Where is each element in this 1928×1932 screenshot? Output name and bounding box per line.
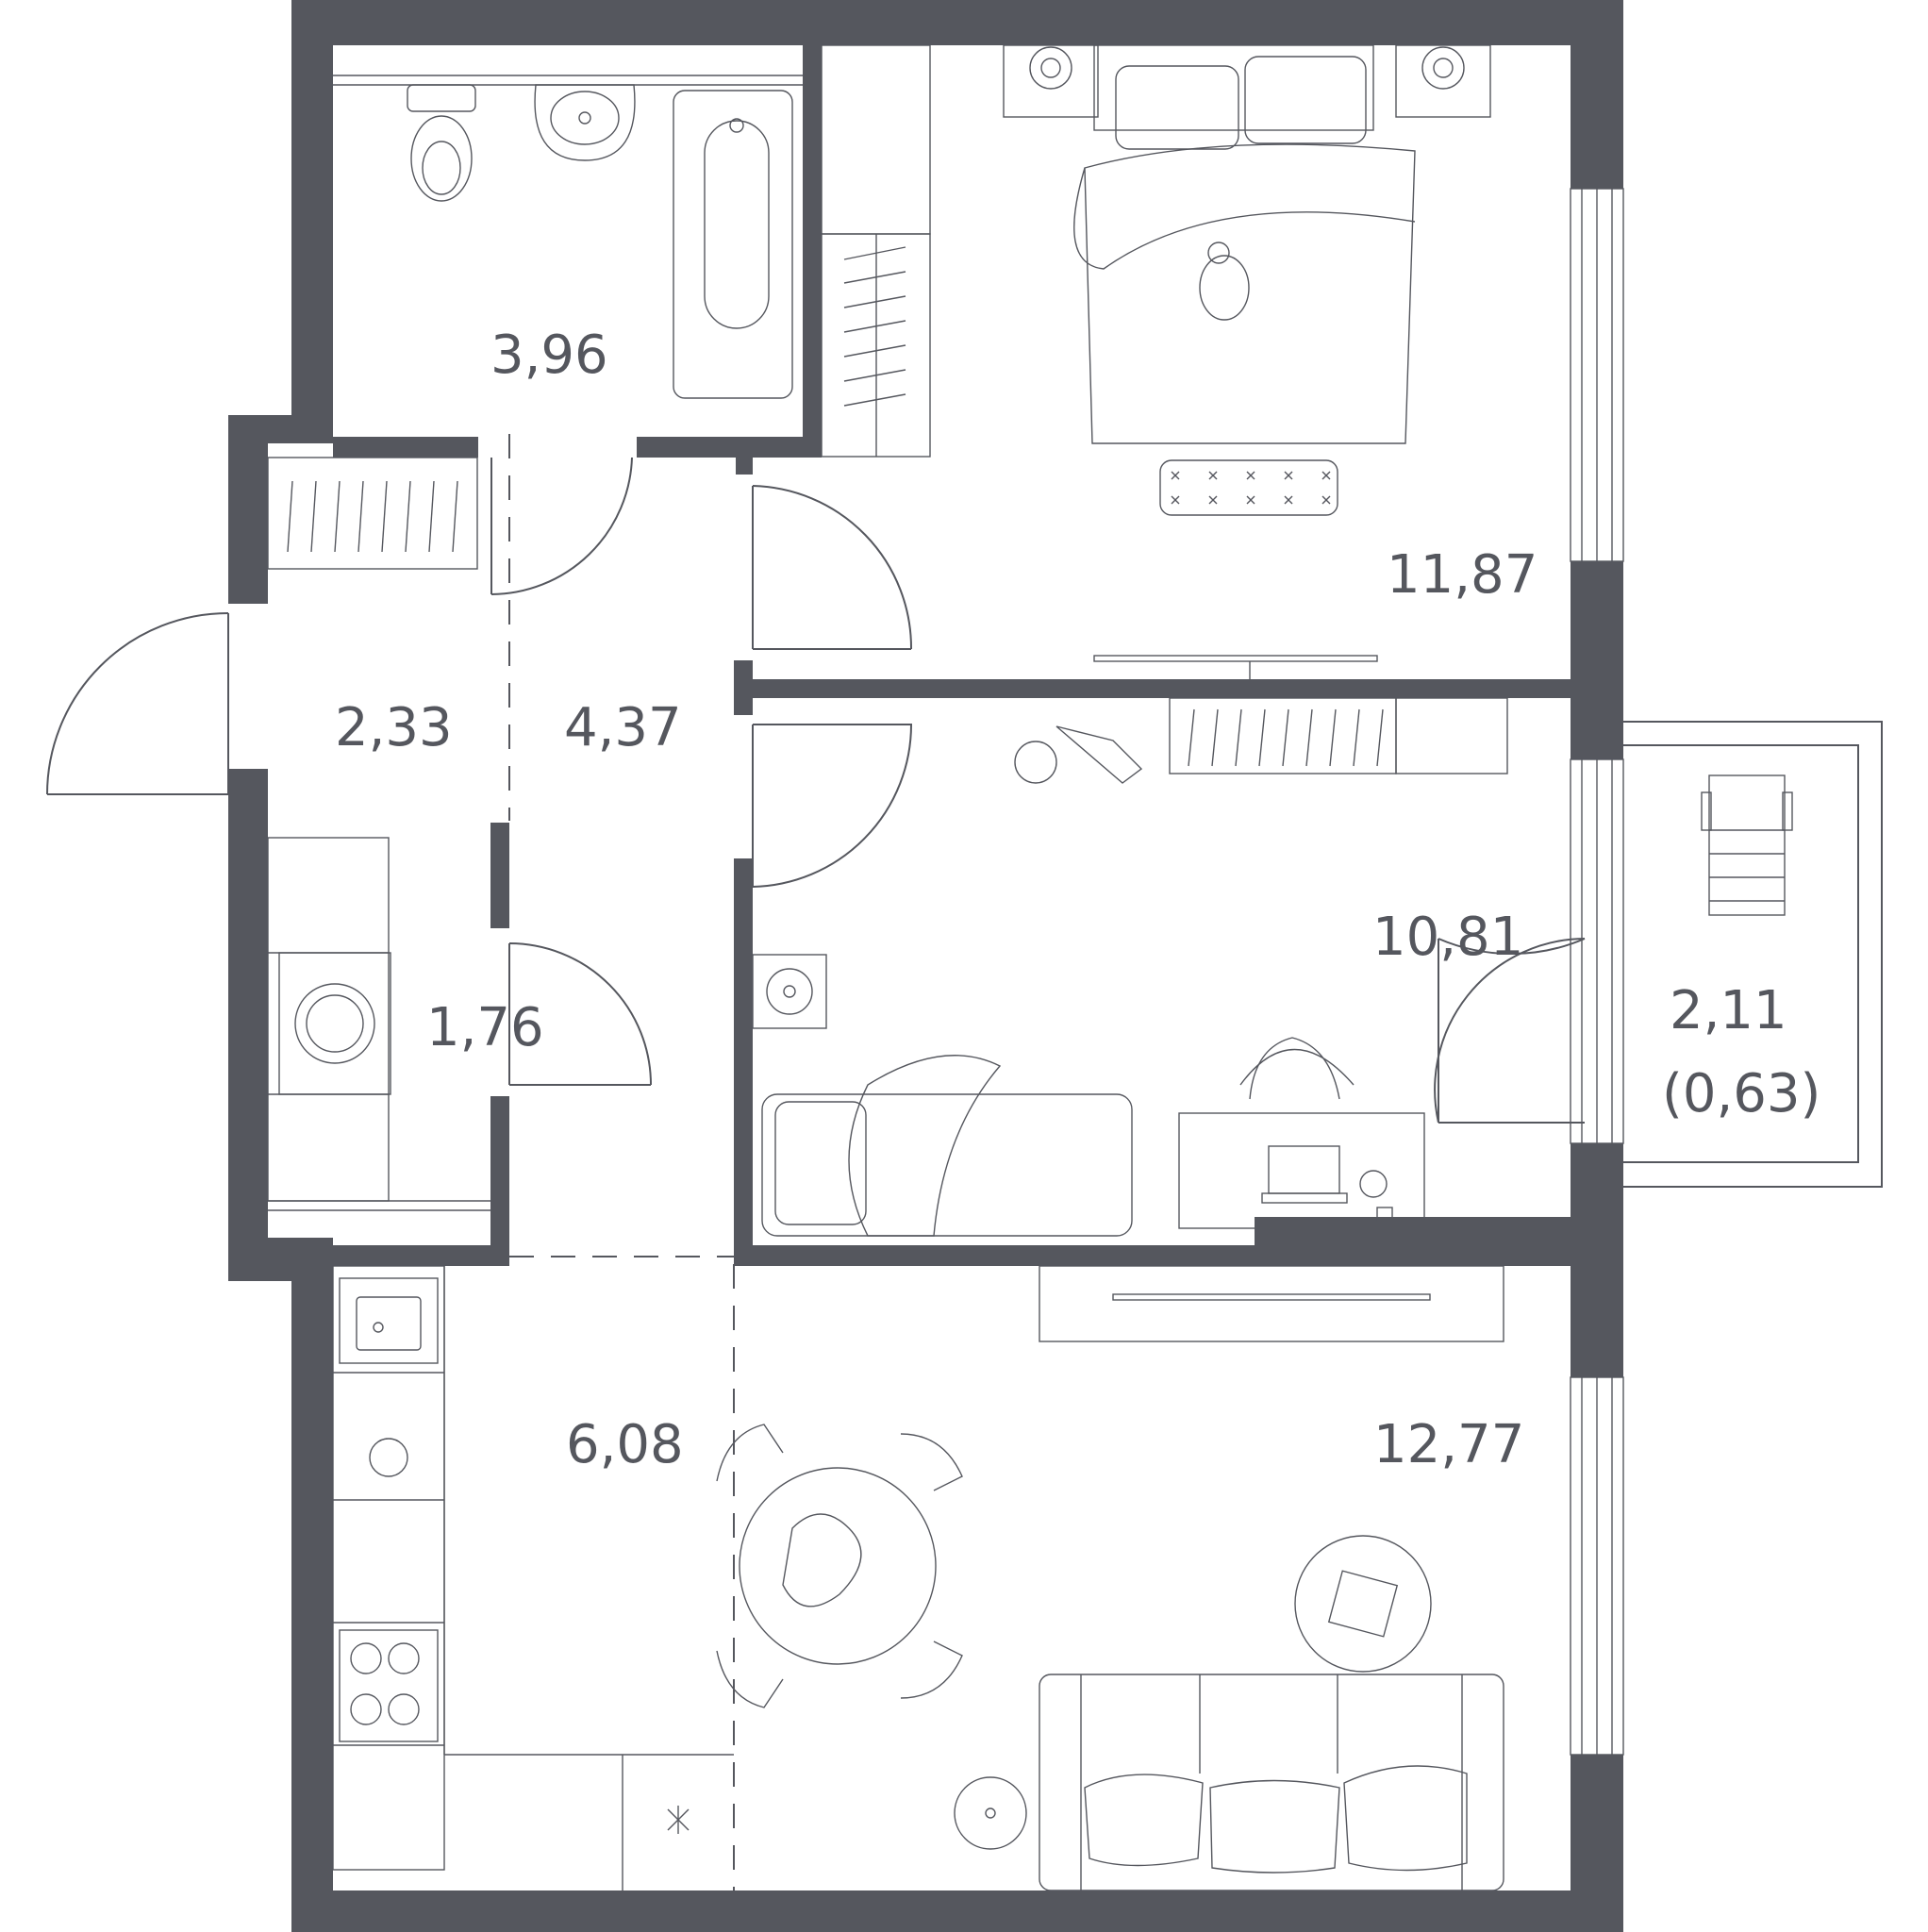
- area-kids-room: 10,81: [1372, 907, 1523, 968]
- living-room-furniture: [954, 1265, 1504, 1891]
- area-balcony: 2,11: [1670, 980, 1787, 1041]
- area-kitchen: 6,08: [566, 1414, 684, 1475]
- windows: [1570, 188, 1624, 1756]
- area-storage: 1,76: [426, 997, 544, 1058]
- balcony-outline: [1623, 721, 1883, 1188]
- hall-fixtures: [267, 457, 490, 1211]
- bedroom-furniture: [821, 44, 1491, 679]
- area-living-room: 12,77: [1373, 1414, 1524, 1475]
- zone-dividers: [508, 434, 736, 1890]
- kids-room-furniture: [752, 697, 1508, 1237]
- area-balcony-note: (0,63): [1662, 1063, 1820, 1124]
- area-entrance: 2,33: [335, 697, 453, 758]
- bathroom-fixtures: [333, 75, 803, 399]
- area-bathroom: 3,96: [490, 325, 608, 386]
- area-hall: 4,37: [564, 697, 682, 758]
- walls: [228, 0, 1623, 1932]
- area-labels: 3,96 11,87 2,33 4,37 10,81 1,76 2,11 (0,…: [335, 325, 1820, 1475]
- area-bedroom: 11,87: [1387, 544, 1537, 606]
- kitchen-fixtures: [332, 1265, 734, 1890]
- balcony-furniture: [1701, 774, 1793, 916]
- doors: [46, 457, 1586, 1124]
- dining-set: [716, 1424, 963, 1708]
